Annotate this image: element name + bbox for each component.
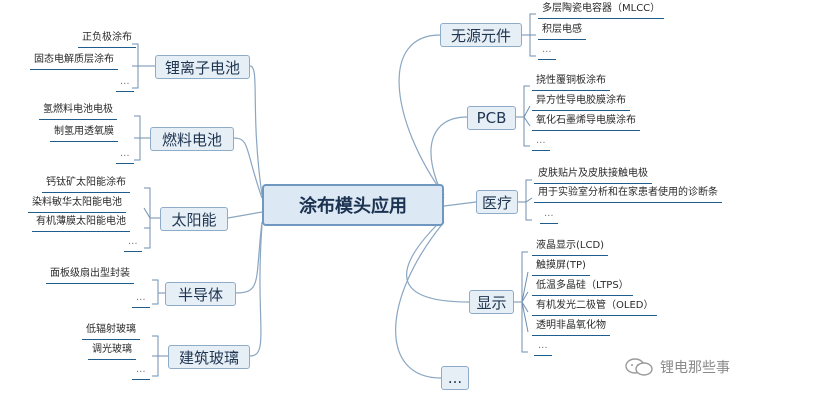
- leaf-lithium-3: ...: [116, 76, 133, 92]
- leaf-display-3: 低温多晶硅（LTPS）: [532, 280, 633, 296]
- leaf-pcb-2: 异方性导电胶膜涂布: [532, 95, 630, 111]
- leaf-display-1: 液晶显示(LCD): [531, 240, 609, 256]
- leaf-passive-2: 积层电感: [538, 24, 586, 40]
- leaf-glass-3: ...: [132, 364, 149, 380]
- leaf-passive-3: ...: [538, 44, 555, 60]
- leaf-fuel-2: 制氢用透氧膜: [50, 126, 118, 142]
- branch-passive-components: 无源元件: [440, 23, 522, 47]
- connector-center-lithium: [249, 65, 263, 196]
- center-node: 涂布模头应用: [262, 184, 444, 226]
- leaf-passive-1: 多层陶瓷电容器（MLCC）: [537, 3, 665, 19]
- watermark: 锂电那些事: [624, 357, 730, 377]
- branch-more: ...: [441, 366, 469, 390]
- leaf-pcb-4: ...: [532, 135, 549, 151]
- branch-pcb: PCB: [467, 106, 516, 130]
- branch-medical: 医疗: [476, 190, 518, 214]
- watermark-text: 锂电那些事: [660, 360, 730, 376]
- leaf-semi-1: 面板级扇出型封装: [46, 268, 134, 284]
- leaf-glass-2: 调光玻璃: [88, 344, 136, 360]
- leaf-semi-2: ...: [132, 292, 149, 308]
- wechat-icon: [625, 358, 653, 376]
- connector-center-passive: [398, 34, 445, 196]
- connector-center-glass: [249, 224, 263, 357]
- connector-center-solar: [227, 211, 263, 219]
- leaf-medical-3: ...: [540, 208, 557, 224]
- connector-center-fuel: [233, 137, 263, 199]
- connector-center-medical: [443, 201, 477, 207]
- leaf-solar-1: 钙钛矿太阳能涂布: [42, 177, 130, 193]
- branch-architectural-glass: 建筑玻璃: [168, 345, 250, 369]
- leaf-display-4: 有机发光二极管（OLED）: [531, 300, 658, 316]
- leaf-solar-2: 染料敏华太阳能电池: [28, 197, 126, 213]
- branch-fuel-cell: 燃料电池: [150, 127, 234, 151]
- leaf-solar-4: ...: [124, 236, 141, 252]
- connector-center-semi: [235, 221, 263, 294]
- leaf-display-5: 透明非晶氧化物: [532, 320, 610, 336]
- leaf-pcb-3: 氧化石墨烯导电膜涂布: [532, 115, 640, 131]
- leaf-lithium-1: 正负极涂布: [78, 32, 136, 48]
- connector-center-more: [395, 221, 445, 379]
- connector-center-pcb: [430, 116, 468, 199]
- leaf-medical-2: 用于实验室分析和在家患者使用的诊断条: [534, 187, 722, 203]
- leaf-solar-3: 有机薄膜太阳能电池: [32, 216, 130, 232]
- leaf-fuel-1: 氢燃料电池电极: [39, 104, 117, 120]
- leaf-lithium-2: 固态电解质层涂布: [30, 54, 118, 70]
- connector-center-display: [406, 217, 470, 303]
- branch-lithium-battery: 锂离子电池: [155, 55, 250, 79]
- leaf-glass-1: 低辐射玻璃: [82, 324, 140, 340]
- leaf-fuel-3: ...: [116, 148, 133, 164]
- leaf-display-6: ...: [534, 340, 551, 356]
- leaf-medical-1: 皮肤贴片及皮肤接触电极: [534, 168, 652, 184]
- branch-display: 显示: [469, 290, 514, 314]
- branch-semiconductor: 半导体: [165, 282, 236, 306]
- leaf-pcb-1: 挠性覆铜板涂布: [532, 75, 610, 91]
- branch-solar: 太阳能: [160, 207, 228, 231]
- leaf-display-2: 触摸屏(TP): [532, 260, 590, 276]
